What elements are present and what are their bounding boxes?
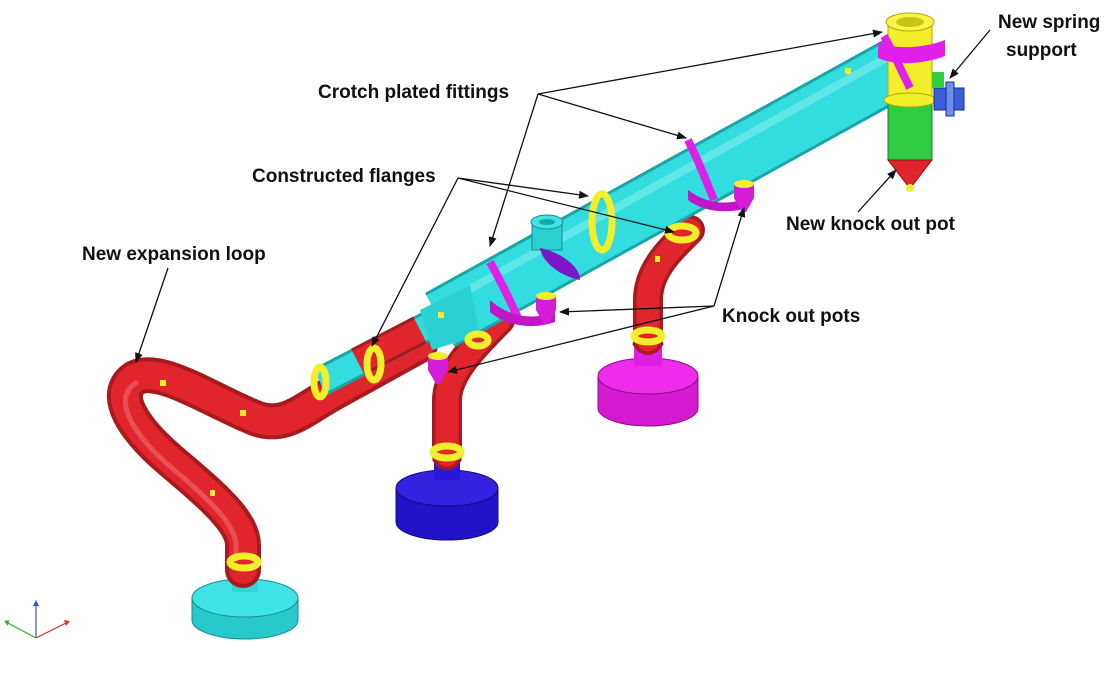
spring-support-hardware (932, 72, 965, 117)
knock-out-pot-1 (428, 352, 448, 384)
reducer-cone (420, 285, 480, 350)
flanges (226, 190, 700, 572)
pipe-tabs (160, 68, 851, 496)
knock-out-pot-3 (734, 180, 754, 212)
label-new-spring-support-line2: support (1006, 40, 1077, 61)
crotch-plate-fill-1 (490, 300, 555, 327)
label-knock-out-pots: Knock out pots (722, 306, 860, 327)
new-knock-out-pot-vessel (878, 12, 945, 192)
leader-lines (135, 29, 991, 374)
tank-blue (395, 454, 499, 541)
crotch-plate-fill-2 (688, 190, 748, 212)
knock-out-pot-2 (536, 292, 556, 324)
branch-pipe-right (633, 215, 705, 355)
label-new-knock-out-pot: New knock out pot (786, 214, 956, 235)
label-new-expansion-loop: New expansion loop (82, 244, 266, 265)
axis-triad (4, 600, 70, 639)
crotch-plates (486, 34, 914, 320)
expansion-loop-pipe (106, 327, 438, 588)
label-new-spring-support-line1: New spring (998, 12, 1100, 33)
top-inlet-nozzle (530, 214, 580, 280)
label-crotch-plated-fittings: Crotch plated fittings (318, 82, 509, 103)
branch-pipe-middle (432, 305, 515, 470)
label-constructed-flanges: Constructed flanges (252, 166, 436, 187)
